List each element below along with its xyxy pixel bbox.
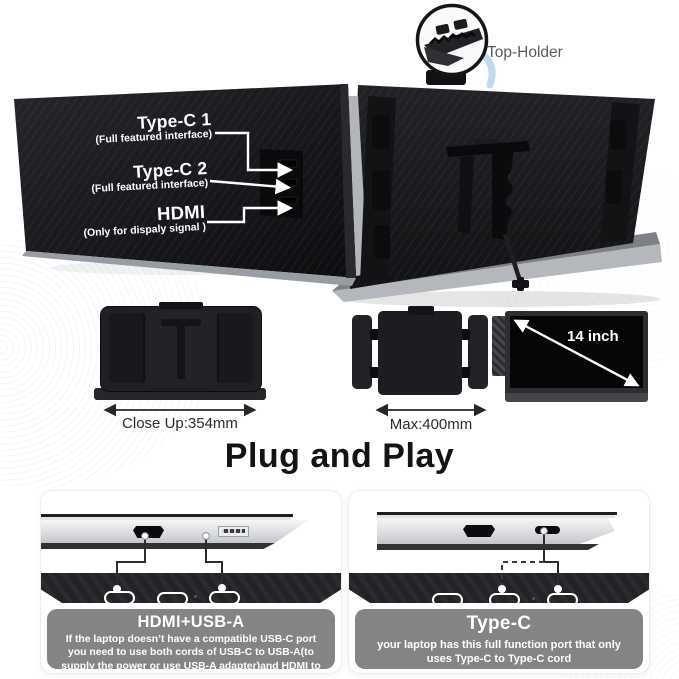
laptop-hdmi-port [133, 526, 164, 538]
top-notch [159, 302, 203, 309]
monitor-type-c-port [104, 591, 135, 605]
reset-hole [532, 597, 535, 600]
reset-hole [194, 595, 197, 598]
top-notch [408, 306, 434, 315]
laptop-hdmi-port [463, 525, 495, 537]
arm-connector [370, 329, 380, 340]
card-title: HDMI+USB-A [137, 613, 245, 631]
card-body: your laptop has this full function port … [377, 638, 621, 666]
card-text-box: HDMI+USB-A If the laptop doesn’t have a … [47, 609, 335, 672]
card-text-box: Type-C your laptop has this full functio… [355, 609, 643, 669]
support-rod [502, 233, 523, 282]
laptop-lid-edge [377, 515, 615, 518]
laptop-lid-edge [41, 514, 293, 517]
laptop-body [377, 518, 615, 544]
laptop-usba-port [218, 526, 249, 537]
top-holder-label: Top-Holder [487, 44, 563, 61]
section-heading: Plug and Play [224, 437, 455, 475]
port-label-type-c-1: Type-C 1 (Full featured interface) [95, 109, 213, 147]
monitor-edge-strip [41, 573, 341, 603]
ground-shadow [340, 291, 660, 307]
monitor-screen-panel [14, 84, 356, 286]
card-title: Type-C [466, 613, 532, 634]
folded-center [147, 311, 215, 387]
folded-monitor-view [100, 302, 262, 392]
screen-size-label: 14 inch [567, 328, 619, 345]
laptop-lid-edge [377, 512, 617, 515]
arm-connector [460, 329, 470, 340]
card-body: If the laptop doesn’t have a compatible … [61, 633, 321, 672]
connection-card-hdmi-usba: HDMI+USB-A If the laptop doesn’t have a … [40, 490, 342, 674]
screen-diagonal-view [505, 311, 648, 393]
hdmi-port [279, 196, 298, 205]
port-callout-arrows [207, 131, 294, 224]
screen-surface [510, 316, 643, 388]
screen-chin [505, 393, 648, 402]
monitor-type-c-port [209, 591, 240, 605]
folded-flap-right [217, 313, 253, 383]
laptop-type-c-port [535, 526, 560, 534]
port-label-hdmi: HDMI (Only for dispaly signal ) [83, 201, 207, 240]
laptop-underside [377, 544, 599, 550]
laptop-lid-edge [41, 517, 291, 520]
expanded-arm-left [352, 315, 372, 389]
monitor-type-c-port [157, 592, 188, 606]
expanded-monitor-view [378, 311, 462, 395]
textured-hinge [492, 316, 506, 376]
type-c-2-port [279, 178, 298, 187]
top-holder-inset [415, 3, 496, 89]
expanded-arm-right [468, 315, 488, 389]
laptop-body [41, 520, 309, 543]
arm-connector [370, 367, 380, 378]
max-width-dimension-label: Max:400mm [389, 416, 473, 433]
port-label-type-c-2: Type-C 2 (Full featured interface) [91, 158, 209, 196]
type-c-1-port [279, 159, 298, 168]
folded-flap-left [109, 313, 145, 383]
kickstand [446, 139, 530, 291]
usba-pins [222, 529, 245, 533]
kickstand-groove [177, 319, 185, 379]
arm-connector [460, 367, 470, 378]
connection-card-type-c: Type-C your laptop has this full functio… [348, 490, 650, 674]
laptop-underside [41, 543, 275, 549]
monitor-type-c-port [489, 593, 520, 607]
monitor-type-c-port [432, 593, 463, 607]
close-up-dimension-label: Close Up:354mm [122, 415, 238, 432]
hero-monitor-illustration [14, 3, 662, 307]
monitor-type-c-port [547, 593, 578, 607]
